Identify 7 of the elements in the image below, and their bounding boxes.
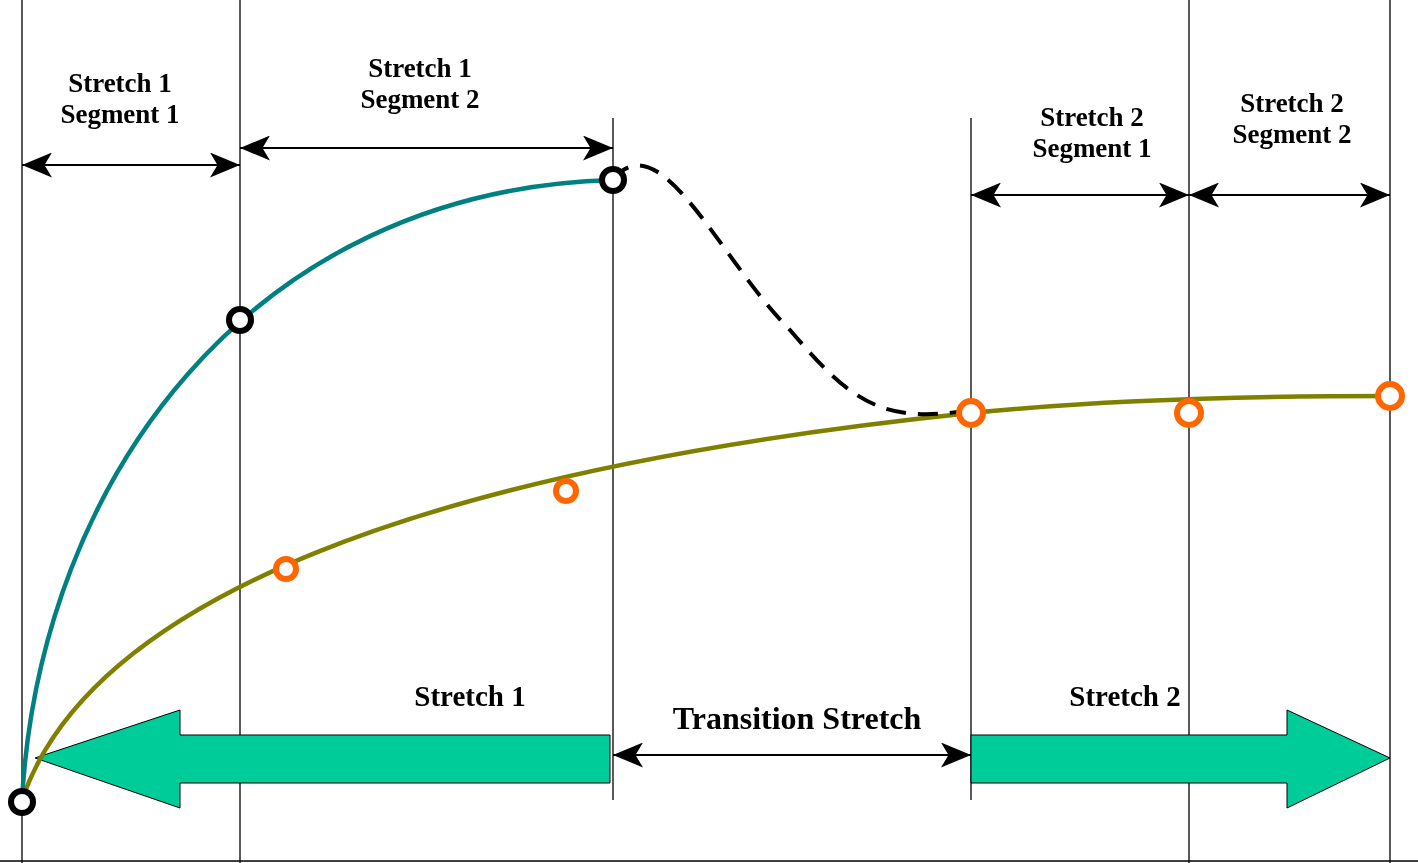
section-label: Stretch 1 Segment 2	[359, 53, 481, 115]
section-label: Stretch 2 Segment 1	[1031, 102, 1153, 164]
section-label: Transition Stretch	[672, 700, 922, 737]
section-label: Stretch 1	[414, 680, 526, 713]
section-label: Stretch 2	[1069, 680, 1181, 713]
section-label: Stretch 2 Segment 2	[1231, 88, 1353, 150]
section-label: Stretch 1 Segment 1	[59, 68, 181, 130]
